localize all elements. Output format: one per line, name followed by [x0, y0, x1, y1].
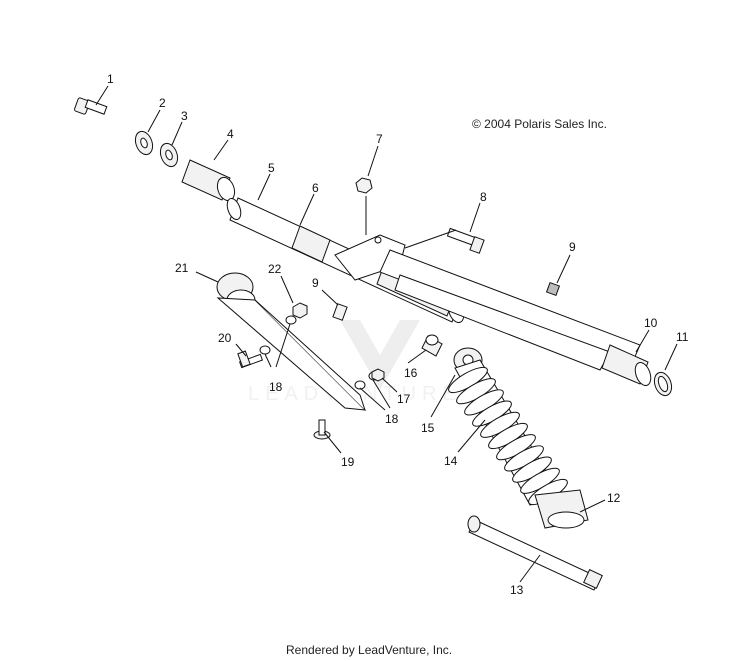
callout-14: 14 [444, 454, 458, 468]
callout-19: 19 [341, 455, 355, 469]
callout-9a: 9 [312, 276, 319, 290]
footer-text: Rendered by LeadVenture, Inc. [286, 643, 452, 657]
washer-part-2 [134, 130, 154, 156]
grease-fitting-part-9b [332, 303, 348, 321]
callout-10: 10 [644, 316, 658, 330]
grease-fitting-part-9a [545, 281, 561, 297]
callout-22: 22 [268, 262, 282, 276]
bushing-part-16 [421, 334, 443, 357]
callout-11: 11 [676, 330, 689, 344]
callout-15: 15 [421, 421, 435, 435]
torque-arm-part-21 [216, 272, 367, 411]
copyright-text: © 2004 Polaris Sales Inc. [472, 117, 607, 131]
callout-16: 16 [404, 366, 418, 380]
swing-arm-part-10 [379, 249, 652, 387]
leader-lines [95, 85, 678, 583]
callout-3: 3 [181, 109, 188, 123]
shock-spring [448, 366, 568, 506]
nut-part-17 [371, 368, 385, 382]
callout-13: 13 [510, 583, 524, 597]
callout-17: 17 [397, 392, 411, 406]
callout-7: 7 [376, 132, 383, 146]
callout-4: 4 [227, 127, 234, 141]
bolt-part-8 [446, 227, 485, 254]
callout-5: 5 [268, 161, 275, 175]
bolt-part-13 [467, 515, 603, 591]
bolt-part-20 [237, 350, 264, 369]
callout-1: 1 [107, 72, 114, 86]
callout-20: 20 [218, 331, 232, 345]
bolt-part-1 [74, 97, 108, 115]
callout-labels: 1 2 3 4 5 6 7 8 9 9 10 11 12 13 14 15 16… [107, 72, 689, 597]
callout-12: 12 [607, 491, 621, 505]
nut-part-22 [292, 302, 308, 319]
bushing-part-4 [181, 159, 236, 202]
washer-part-3 [159, 142, 179, 168]
callout-8: 8 [480, 190, 487, 204]
callout-6: 6 [312, 181, 319, 195]
callout-9b: 9 [569, 240, 576, 254]
nut-part-7 [355, 177, 373, 194]
shock-absorber-part-14 [448, 347, 589, 529]
callout-18b: 18 [385, 412, 399, 426]
callout-21: 21 [175, 261, 189, 275]
callout-2: 2 [159, 96, 166, 110]
callout-18a: 18 [269, 380, 283, 394]
ring-part-11 [653, 371, 673, 397]
bolt-part-19 [313, 419, 331, 440]
